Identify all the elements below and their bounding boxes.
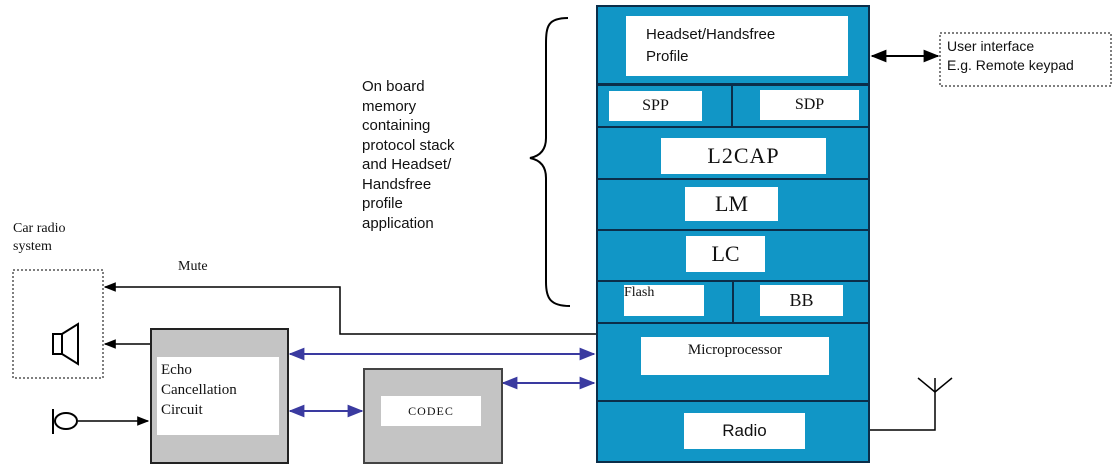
car-radio-box xyxy=(12,269,104,379)
sdp-label: SDP xyxy=(760,90,859,120)
mute-line xyxy=(103,282,596,335)
user-interface-label: User interface E.g. Remote keypad xyxy=(947,37,1074,75)
flash-label: Flash xyxy=(624,285,704,316)
curly-brace-icon xyxy=(529,17,571,307)
lm-label: LM xyxy=(685,187,778,221)
user-interface-line2: E.g. Remote keypad xyxy=(947,57,1074,73)
spp-label: SPP xyxy=(609,91,702,121)
lc-label: LC xyxy=(686,236,765,272)
microphone-icon xyxy=(52,409,78,434)
profile-label: Headset/Handsfree Profile xyxy=(626,16,848,76)
bb-label: BB xyxy=(760,285,843,316)
user-interface-line1: User interface xyxy=(947,38,1035,54)
user-interface-box xyxy=(939,32,1112,87)
radio-antenna-line xyxy=(868,392,936,431)
antenna-icon xyxy=(917,377,953,393)
echo-label: Echo Cancellation Circuit xyxy=(157,357,279,435)
radio-label: Radio xyxy=(684,413,805,449)
memory-note: On board memory containing protocol stac… xyxy=(362,78,455,232)
car-radio-label: Car radio system xyxy=(13,221,66,254)
microprocessor-label: Microprocessor xyxy=(641,337,829,375)
l2cap-label: L2CAP xyxy=(661,138,826,174)
mute-label: Mute xyxy=(178,259,208,274)
speaker-icon xyxy=(52,322,79,366)
codec-label: CODEC xyxy=(381,396,481,426)
